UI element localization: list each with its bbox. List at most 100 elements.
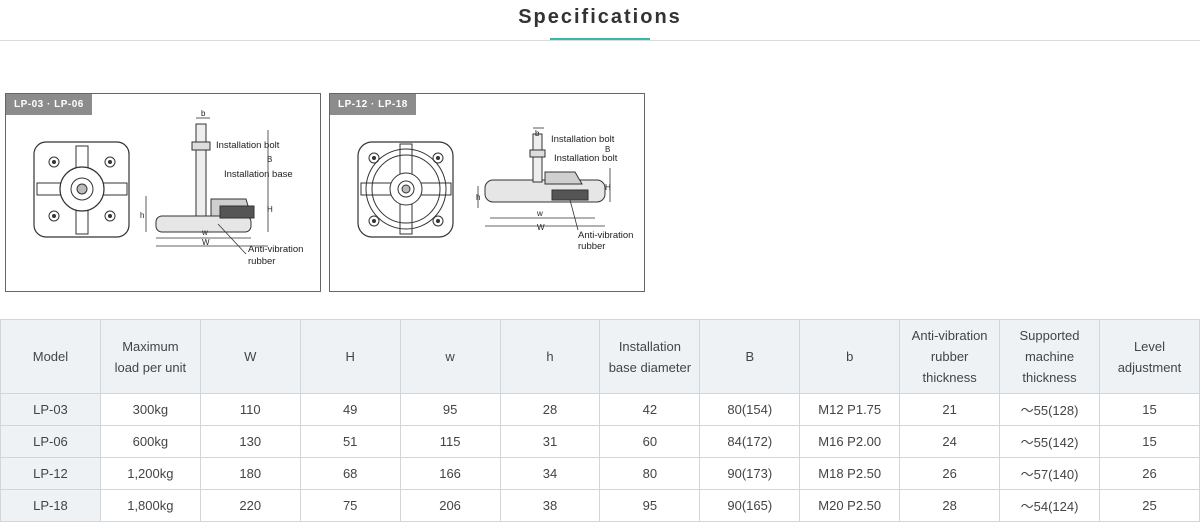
table-cell: 31 <box>499 425 601 458</box>
dim-B-label: B <box>605 145 610 154</box>
column-header: h <box>499 319 601 394</box>
dim-w-label: w <box>201 228 208 237</box>
table-cell: 34 <box>499 457 601 490</box>
table-cell: 38 <box>499 489 601 522</box>
dim-b-label: b <box>201 109 206 118</box>
column-header-text: thickness <box>922 370 977 385</box>
table-cell: 95 <box>599 489 701 522</box>
table-cell: M12 P1.75 <box>799 393 901 426</box>
title-underline <box>550 38 650 40</box>
table-cell: 80(154) <box>699 393 801 426</box>
model-tag: LP-03 · LP-06 <box>6 94 92 115</box>
table-cell: 90(165) <box>699 489 801 522</box>
column-header: Installation base diameter <box>599 319 701 394</box>
table-cell: 42 <box>599 393 701 426</box>
table-cell: 166 <box>399 457 501 490</box>
column-header-text: load per unit <box>114 359 187 375</box>
installation-bolt-label: Installation bolt <box>216 140 280 151</box>
dim-H-label: H <box>605 183 611 192</box>
table-cell: 130 <box>199 425 301 458</box>
table-cell: 26 <box>899 457 1001 490</box>
table-cell: 49 <box>299 393 401 426</box>
dim-h-label: h <box>140 211 144 220</box>
leveling-pad-drawing-large: b Installation bolt B Installation bolt … <box>357 127 633 252</box>
column-header: Level adjustment <box>1098 319 1200 394</box>
table-cell: 26 <box>1098 457 1200 490</box>
column-header-text: thickness <box>1022 370 1077 385</box>
column-header: Supported machine thickness <box>999 319 1100 394</box>
table-cell: 115 <box>399 425 501 458</box>
table-cell: ～55(128) <box>999 393 1100 426</box>
table-cell: 15 <box>1098 393 1200 426</box>
column-header-text: Level <box>1133 338 1166 354</box>
column-header-text: w <box>445 349 455 364</box>
table-cell: 95 <box>399 393 501 426</box>
rubber-label: rubber <box>248 256 275 267</box>
column-header-text: Model <box>32 349 69 364</box>
column-header: W <box>199 319 301 394</box>
table-cell: ～57(140) <box>999 457 1100 490</box>
leveling-pad-drawing-small: b Installation bolt B Installation base … <box>33 109 303 267</box>
dim-w-label: w <box>536 209 543 218</box>
column-header: H <box>299 319 401 394</box>
table-cell: 206 <box>399 489 501 522</box>
dim-B-label: B <box>267 155 272 164</box>
column-header-text: b <box>846 349 854 364</box>
dim-h-label: h <box>476 193 480 202</box>
dim-W-label: W <box>537 223 545 232</box>
table-cell: 110 <box>199 393 301 426</box>
table-cell: 600kg <box>99 425 201 458</box>
table-cell: 80 <box>599 457 701 490</box>
model-cell: LP-12 <box>0 457 101 490</box>
dim-b-label: b <box>535 129 540 138</box>
table-cell: 28 <box>499 393 601 426</box>
table-cell: M20 P2.50 <box>799 489 901 522</box>
dim-W-label: W <box>202 238 210 247</box>
column-header-text: Anti-vibration <box>911 328 988 343</box>
model-cell: LP-03 <box>0 393 101 426</box>
column-header-text: machine <box>1024 349 1075 364</box>
column-header-text: adjustment <box>1117 359 1182 375</box>
diagram-lp12-lp18: b Installation bolt B Installation bolt … <box>329 93 645 292</box>
table-cell: 60 <box>599 425 701 458</box>
column-header-text: Supported <box>1019 328 1080 343</box>
dim-H-label: H <box>267 205 273 214</box>
section-header: Specifications <box>0 0 1200 41</box>
model-cell: LP-18 <box>0 489 101 522</box>
table-cell: ～55(142) <box>999 425 1100 458</box>
column-header-text: W <box>244 349 257 364</box>
table-cell: M16 P2.00 <box>799 425 901 458</box>
table-cell: 25 <box>1098 489 1200 522</box>
table-cell: 90(173) <box>699 457 801 490</box>
table-cell: 15 <box>1098 425 1200 458</box>
column-header: b <box>799 319 901 394</box>
column-header-text: Maximum <box>122 338 179 354</box>
table-cell: 28 <box>899 489 1001 522</box>
rubber-label: rubber <box>578 241 605 252</box>
column-header: Maximum load per unit <box>99 319 201 394</box>
table-cell: 24 <box>899 425 1001 458</box>
installation-bolt-label-2: Installation bolt <box>554 153 618 164</box>
column-header-text: base diameter <box>608 359 692 375</box>
anti-vibration-label: Anti-vibration <box>248 244 303 255</box>
model-tag: LP-12 · LP-18 <box>330 94 416 115</box>
page-title: Specifications <box>518 6 682 28</box>
diagram-lp03-lp06: b Installation bolt B Installation base … <box>5 93 321 292</box>
table-cell: ～54(124) <box>999 489 1100 522</box>
table-cell: 300kg <box>99 393 201 426</box>
table-cell: 1,200kg <box>99 457 201 490</box>
column-header: Model <box>0 319 101 394</box>
column-header: w <box>399 319 501 394</box>
model-cell: LP-06 <box>0 425 101 458</box>
table-cell: 84(172) <box>699 425 801 458</box>
table-cell: 21 <box>899 393 1001 426</box>
table-cell: 75 <box>299 489 401 522</box>
column-header-text: H <box>345 349 355 364</box>
column-header: B <box>699 319 801 394</box>
table-cell: 220 <box>199 489 301 522</box>
column-header-text: Installation <box>618 338 681 354</box>
